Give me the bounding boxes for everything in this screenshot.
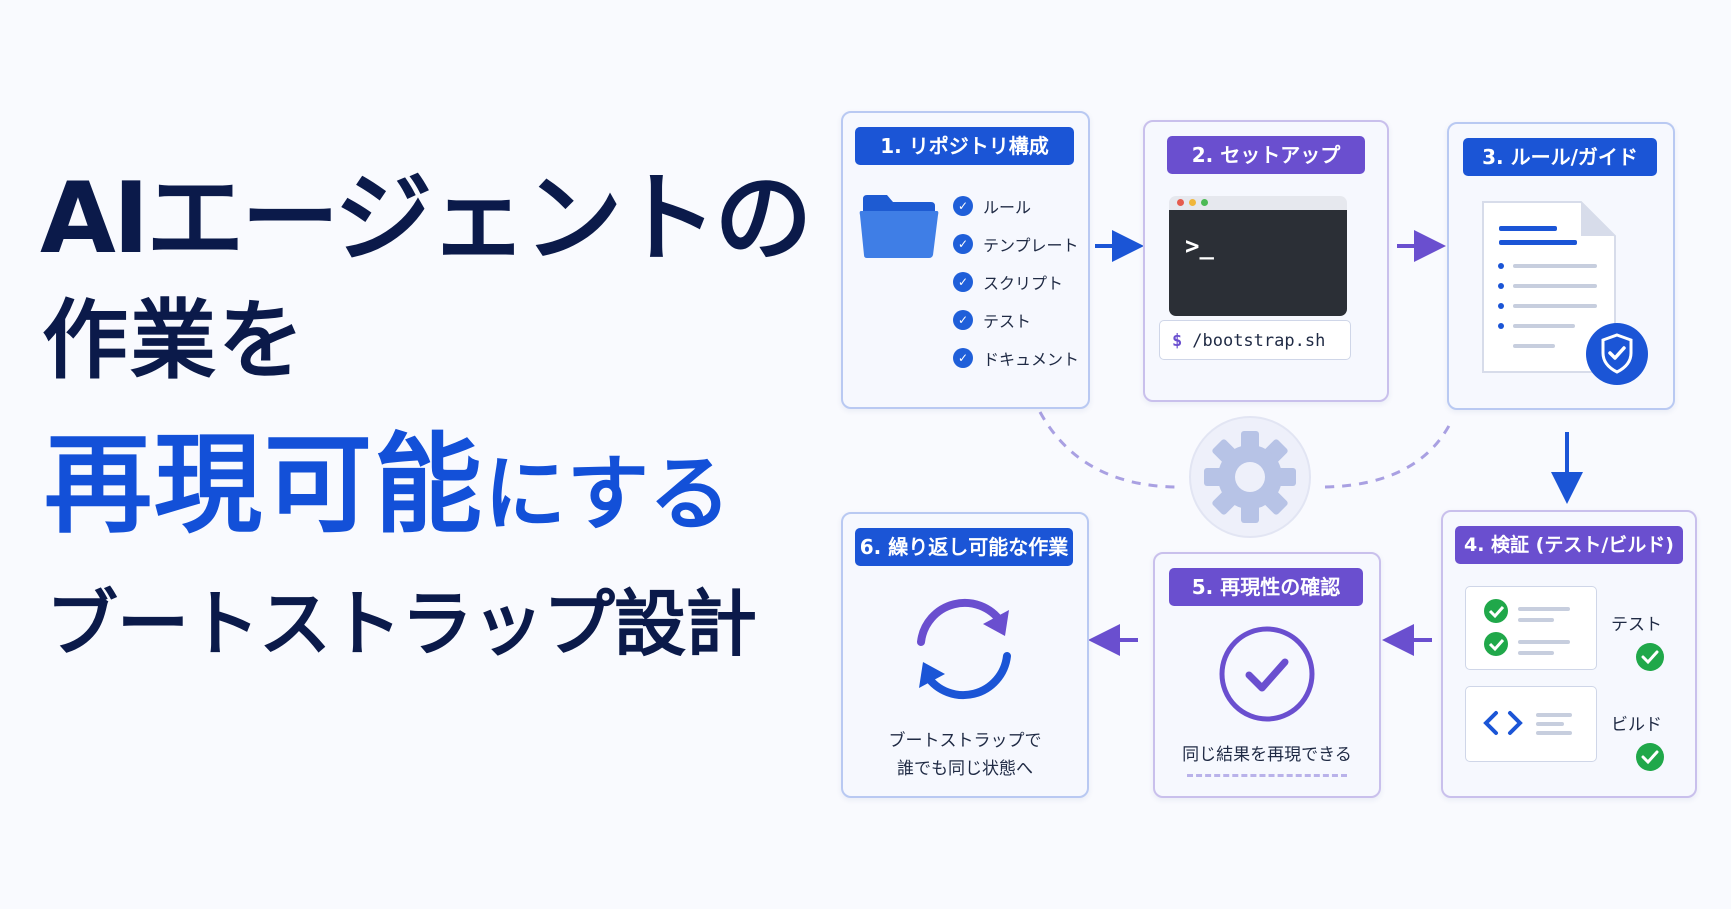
- step-5-card: 5. 再現性の確認 同じ結果を再現できる: [1153, 552, 1381, 798]
- headline-accent: 再現可能: [44, 423, 485, 548]
- step-6-caption-2: 誰でも同じ状態へ: [897, 759, 1033, 779]
- headline-line-3: 再現可能にする: [44, 432, 731, 540]
- gear-icon: [1189, 416, 1311, 538]
- test-panel: [1465, 586, 1597, 670]
- check-label: テスト: [983, 312, 1032, 331]
- dashed-arc-right: [1324, 419, 1454, 489]
- test-label: テスト: [1611, 615, 1662, 635]
- step-1-title: 1. リポジトリ構成: [855, 127, 1074, 165]
- step-6-title: 6. 繰り返し可能な作業: [855, 528, 1073, 566]
- list-item: ✓ ルール: [953, 187, 1079, 225]
- list-item: ✓ ドキュメント: [953, 339, 1079, 377]
- folder-icon: [859, 195, 939, 258]
- check-icon: ✓: [953, 272, 973, 292]
- window-dots: [1177, 199, 1208, 206]
- check-icon: ✓: [953, 234, 973, 254]
- step-4-card: 4. 検証 (テスト/ビルド) テスト ビルド: [1441, 510, 1697, 798]
- check-label: ルール: [983, 198, 1032, 217]
- step-3-card: 3. ルール/ガイド: [1447, 122, 1675, 410]
- dashed-arc-left: [1038, 411, 1176, 489]
- code-icon: [1483, 711, 1572, 735]
- check-icon: [1636, 743, 1664, 771]
- shield-check-icon: [1586, 323, 1648, 385]
- check-icon: ✓: [953, 348, 973, 368]
- step-5-title: 5. 再現性の確認: [1169, 568, 1363, 606]
- step-1-card: 1. リポジトリ構成 ✓ ルール ✓ テンプレート ✓ スクリプト ✓ テスト ✓ ドキュ…: [841, 111, 1090, 409]
- dashed-underline: [1187, 774, 1347, 777]
- step-5-caption: 同じ結果を再現できる: [1182, 745, 1352, 765]
- headline-line-1: AIエージェントの: [40, 162, 812, 276]
- step-2-title: 2. セットアップ: [1167, 136, 1365, 174]
- step-6-caption-1: ブートストラップで: [888, 731, 1042, 751]
- list-item: ✓ スクリプト: [953, 263, 1079, 301]
- bootstrap-command: $ /bootstrap.sh: [1159, 320, 1351, 360]
- check-icon: [1636, 643, 1664, 671]
- headline-line-4: ブートストラップ設計: [46, 582, 757, 666]
- terminal-prompt: >_: [1185, 232, 1214, 260]
- step-1-checklist: ✓ ルール ✓ テンプレート ✓ スクリプト ✓ テスト ✓ ドキュメント: [953, 187, 1079, 377]
- headline-line-2: 作業を: [42, 291, 306, 391]
- headline-line-3-rest: にする: [484, 447, 731, 542]
- step-2-card: 2. セットアップ >_ $ /bootstrap.sh: [1143, 120, 1389, 402]
- check-icon: ✓: [953, 310, 973, 330]
- list-item: ✓ テンプレート: [953, 225, 1079, 263]
- build-panel: [1465, 686, 1597, 762]
- check-icon: [1219, 626, 1315, 722]
- step-3-title: 3. ルール/ガイド: [1463, 138, 1657, 176]
- list-item: ✓ テスト: [953, 301, 1079, 339]
- step-6-card: 6. 繰り返し可能な作業 ブートストラップで 誰でも同じ状態へ: [841, 512, 1089, 798]
- test-results-icon: [1484, 599, 1570, 656]
- check-label: テンプレート: [983, 236, 1079, 255]
- document-icon: [1482, 201, 1616, 373]
- build-label: ビルド: [1611, 715, 1662, 735]
- check-icon: ✓: [953, 196, 973, 216]
- check-label: スクリプト: [983, 274, 1064, 293]
- command-prefix: $: [1172, 331, 1183, 351]
- step-4-title: 4. 検証 (テスト/ビルド): [1455, 526, 1683, 564]
- command-text: /bootstrap.sh: [1192, 331, 1326, 351]
- refresh-cycle-icon: [917, 598, 1011, 700]
- terminal-icon: >_: [1169, 196, 1347, 316]
- check-label: ドキュメント: [983, 350, 1080, 369]
